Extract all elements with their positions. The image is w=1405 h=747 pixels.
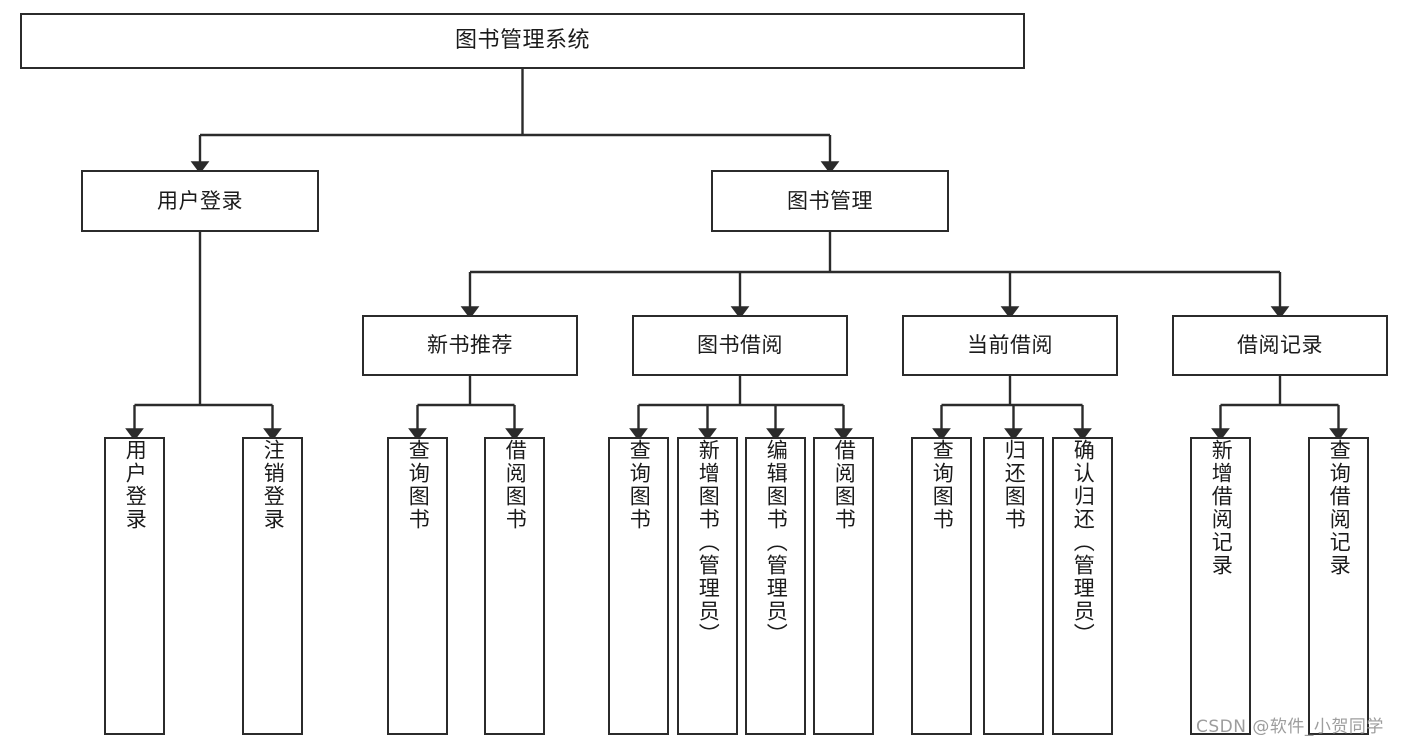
- node-label: 新书推荐: [427, 333, 513, 358]
- node-user-login[interactable]: 用户登录: [81, 170, 319, 232]
- node-label: 归还图书: [1002, 439, 1027, 531]
- node-leaf-query-record[interactable]: 查询借阅记录: [1308, 437, 1369, 735]
- node-leaf-borrow-book-1[interactable]: 借阅图书: [484, 437, 545, 735]
- node-label: 借阅图书: [503, 439, 528, 531]
- node-leaf-query-book-3[interactable]: 查询图书: [911, 437, 972, 735]
- node-label: 图书管理系统: [454, 28, 590, 54]
- node-borrow-record[interactable]: 借阅记录: [1172, 315, 1388, 376]
- node-label: 当前借阅: [967, 333, 1053, 358]
- node-label: 查询借阅记录: [1327, 439, 1352, 577]
- node-label: 用户登录: [123, 439, 148, 531]
- node-book-borrow[interactable]: 图书借阅: [632, 315, 848, 376]
- node-label: 确认归还（管理员）: [1071, 439, 1096, 646]
- node-leaf-add-record[interactable]: 新增借阅记录: [1190, 437, 1251, 735]
- node-leaf-add-book[interactable]: 新增图书（管理员）: [677, 437, 738, 735]
- node-current-borrow[interactable]: 当前借阅: [902, 315, 1118, 376]
- node-root[interactable]: 图书管理系统: [20, 13, 1025, 69]
- node-new-book-rec[interactable]: 新书推荐: [362, 315, 578, 376]
- node-leaf-query-book-1[interactable]: 查询图书: [387, 437, 448, 735]
- node-leaf-user-login[interactable]: 用户登录: [104, 437, 165, 735]
- node-label: 借阅图书: [832, 439, 857, 531]
- node-label: 图书借阅: [697, 333, 783, 358]
- node-label: 查询图书: [627, 439, 652, 531]
- node-label: 用户登录: [157, 188, 243, 213]
- node-leaf-borrow-book-2[interactable]: 借阅图书: [813, 437, 874, 735]
- node-label: 新增借阅记录: [1209, 439, 1234, 577]
- node-label: 图书管理: [787, 188, 873, 213]
- node-label: 编辑图书（管理员）: [764, 439, 789, 646]
- node-leaf-user-logout[interactable]: 注销登录: [242, 437, 303, 735]
- node-label: 新增图书（管理员）: [696, 439, 721, 646]
- node-book-manage[interactable]: 图书管理: [711, 170, 949, 232]
- node-label: 查询图书: [930, 439, 955, 531]
- watermark: CSDN @软件_小贺同学: [1196, 717, 1384, 737]
- node-label: 查询图书: [406, 439, 431, 531]
- node-label: 借阅记录: [1237, 333, 1323, 358]
- node-leaf-confirm-return[interactable]: 确认归还（管理员）: [1052, 437, 1113, 735]
- node-leaf-query-book-2[interactable]: 查询图书: [608, 437, 669, 735]
- node-leaf-return-book[interactable]: 归还图书: [983, 437, 1044, 735]
- node-leaf-edit-book[interactable]: 编辑图书（管理员）: [745, 437, 806, 735]
- node-label: 注销登录: [261, 439, 286, 531]
- connector-lines: [125, 69, 1348, 441]
